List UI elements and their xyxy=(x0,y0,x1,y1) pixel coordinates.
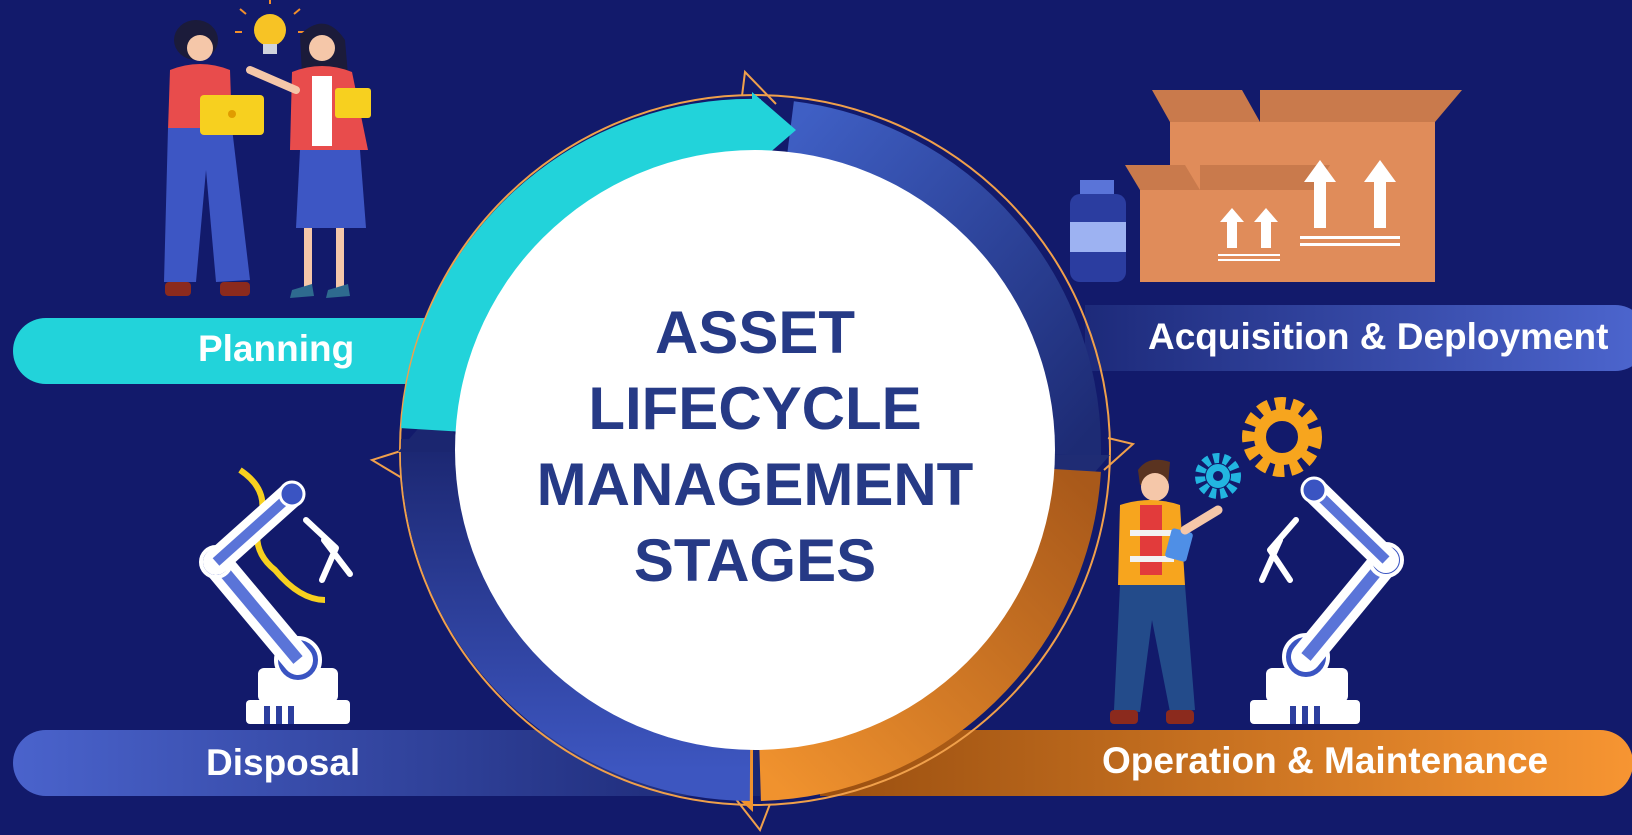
stage-label-planning: Planning xyxy=(198,328,355,369)
center-disc xyxy=(455,150,1055,750)
operation-illustration xyxy=(1110,397,1404,724)
arrow-bottom-left xyxy=(400,439,751,801)
robot-arm-right xyxy=(1250,476,1404,724)
title-line-2: LIFECYCLE xyxy=(588,375,922,442)
title-line-4: STAGES xyxy=(633,527,877,594)
lightbulb-icon xyxy=(235,0,305,54)
title-line-3: MANAGEMENT xyxy=(536,451,974,518)
woman-with-laptop-figure xyxy=(164,20,264,296)
stage-label-acquisition: Acquisition & Deployment xyxy=(1148,316,1609,357)
robot-arm-left xyxy=(199,480,353,724)
acquisition-illustration xyxy=(1070,90,1462,282)
outline-notch-right xyxy=(1103,437,1136,471)
operation-band xyxy=(820,730,1632,796)
disposal-illustration xyxy=(199,467,353,724)
arrow-top-left xyxy=(401,98,761,433)
worker-figure xyxy=(1110,459,1223,724)
bottle-icon xyxy=(1070,180,1126,282)
arrow-head-bottom-left xyxy=(398,410,470,452)
small-gear-icon xyxy=(1195,453,1241,499)
boxes-icon xyxy=(1125,90,1462,282)
arrow-bottom-right xyxy=(758,467,1101,801)
planning-illustration xyxy=(164,0,371,298)
stage-label-disposal: Disposal xyxy=(206,742,361,783)
title-line-1: ASSET xyxy=(654,299,856,366)
gear-icon xyxy=(1242,397,1322,477)
stage-label-operation: Operation & Maintenance xyxy=(1102,740,1549,781)
woman-with-tablet-figure xyxy=(246,23,371,298)
outline-notch-bottom xyxy=(734,797,771,833)
outline-notch-top xyxy=(741,69,777,105)
arrow-head-top-left xyxy=(752,92,796,168)
arrow-top-right xyxy=(785,101,1102,456)
acquisition-band xyxy=(1085,305,1632,371)
outline-notch-left xyxy=(369,449,405,479)
ribbon-shape xyxy=(238,467,326,603)
diagram-title: ASSET LIFECYCLE MANAGEMENT STAGES xyxy=(455,295,1055,599)
planning-band xyxy=(13,318,430,384)
